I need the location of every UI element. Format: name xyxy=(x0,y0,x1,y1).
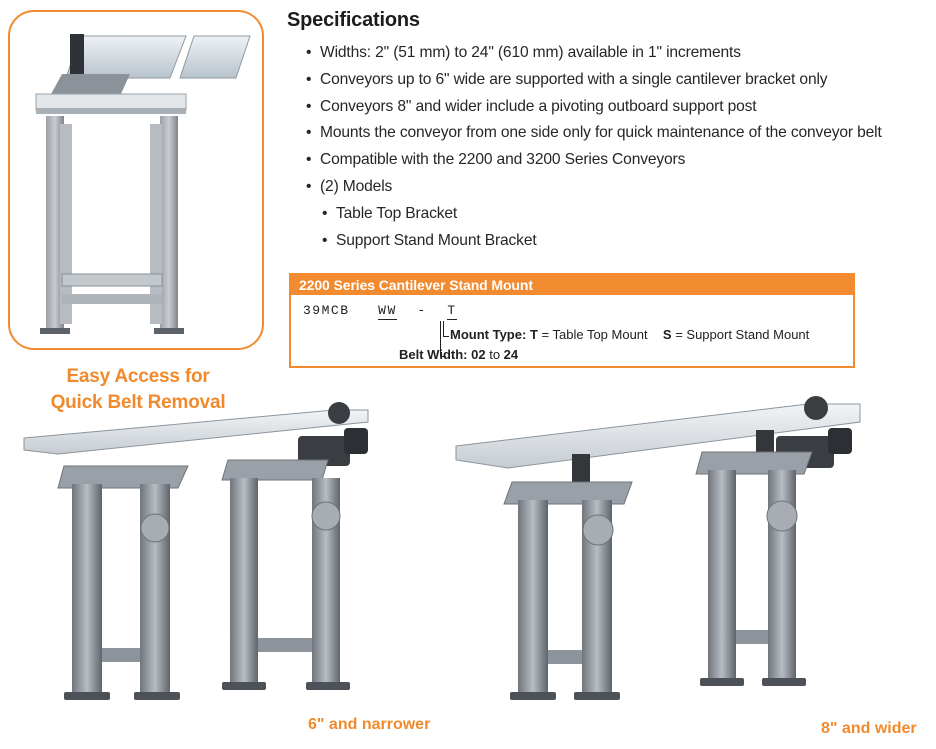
part-number-box: 2200 Series Cantilever Stand Mount 39MCB… xyxy=(289,273,855,368)
spec-item: • Conveyors up to 6" wide are supported w… xyxy=(298,67,882,94)
spec-item: • Widths: 2" (51 mm) to 24" (610 mm) avai… xyxy=(298,40,882,67)
spec-text: Support Stand Mount Bracket xyxy=(336,231,537,249)
spec-sub-item: • Support Stand Mount Bracket xyxy=(298,228,882,255)
caption-narrow: 6" and narrower xyxy=(308,716,431,733)
mount-s-text: = Support Stand Mount xyxy=(675,327,810,342)
specifications-heading: Specifications xyxy=(287,9,420,31)
mount-type-connector xyxy=(443,321,444,337)
belt-width-label: Belt Width: xyxy=(399,347,468,362)
mount-t-text: = Table Top Mount xyxy=(541,327,648,342)
spec-text: Compatible with the 2200 and 3200 Series… xyxy=(320,151,686,169)
spec-text: Widths: 2" (51 mm) to 24" (610 mm) avail… xyxy=(320,44,741,61)
bullet-icon: • xyxy=(306,97,312,115)
bullet-icon: • xyxy=(306,70,312,88)
spec-item: • Conveyors 8" and wider include a pivoti… xyxy=(298,94,882,121)
bullet-icon: • xyxy=(306,151,312,169)
caption-wide: 8" and wider xyxy=(821,720,917,737)
spec-text: Conveyors up to 6" wide are supported wi… xyxy=(320,70,828,88)
spec-sub-item: • Table Top Bracket xyxy=(298,201,882,228)
conveyor-wide-illustration xyxy=(455,396,861,700)
belt-width-min: 02 xyxy=(471,347,486,362)
part-number-code: 39MCB WW - T xyxy=(303,303,457,320)
hero-caption-line1: Easy Access for xyxy=(66,366,210,387)
belt-width-connector-tick xyxy=(440,356,446,357)
part-number-prefix: 39MCB xyxy=(303,303,350,318)
spec-text: Mounts the conveyor from one side only f… xyxy=(320,124,882,142)
bullet-icon: • xyxy=(306,124,312,142)
bullet-icon: • xyxy=(306,177,312,195)
belt-width-description: Belt Width: 02 to 24 xyxy=(399,347,518,362)
hero-caption-line2: Quick Belt Removal xyxy=(50,392,226,413)
belt-width-to: to xyxy=(489,347,501,362)
specifications-list: • Widths: 2" (51 mm) to 24" (610 mm) avai… xyxy=(298,40,882,254)
hero-caption: Easy Access for Quick Belt Removal xyxy=(20,364,256,416)
spec-text: (2) Models xyxy=(320,177,393,195)
spec-item: • (2) Models xyxy=(298,174,882,201)
mount-type-label: Mount Type: xyxy=(450,327,527,342)
bullet-icon: • xyxy=(322,204,328,222)
belt-width-max: 24 xyxy=(503,347,519,362)
hero-image-frame xyxy=(8,10,264,350)
spec-item: • Mounts the conveyor from one side only … xyxy=(298,120,882,147)
mount-s-code: S xyxy=(662,327,672,342)
spec-text: Table Top Bracket xyxy=(336,204,458,222)
part-number-width-code: WW xyxy=(378,303,397,320)
cantilever-belt-removal-illustration xyxy=(35,34,251,334)
part-number-header: 2200 Series Cantilever Stand Mount xyxy=(291,275,853,295)
spec-text: Conveyors 8" and wider include a pivotin… xyxy=(320,97,757,115)
spec-item: • Compatible with the 2200 and 3200 Serie… xyxy=(298,147,882,174)
conveyor-narrow-illustration xyxy=(23,402,369,700)
bullet-icon: • xyxy=(322,231,328,249)
belt-width-connector xyxy=(440,321,441,357)
part-number-separator: - xyxy=(417,303,427,318)
bullet-icon: • xyxy=(306,44,312,61)
part-number-mount-code: T xyxy=(447,303,457,320)
mount-t-code: T xyxy=(529,327,538,342)
mount-type-description: Mount Type: T = Table Top Mount S = Supp… xyxy=(450,327,809,342)
mount-type-connector-tick xyxy=(443,336,449,337)
